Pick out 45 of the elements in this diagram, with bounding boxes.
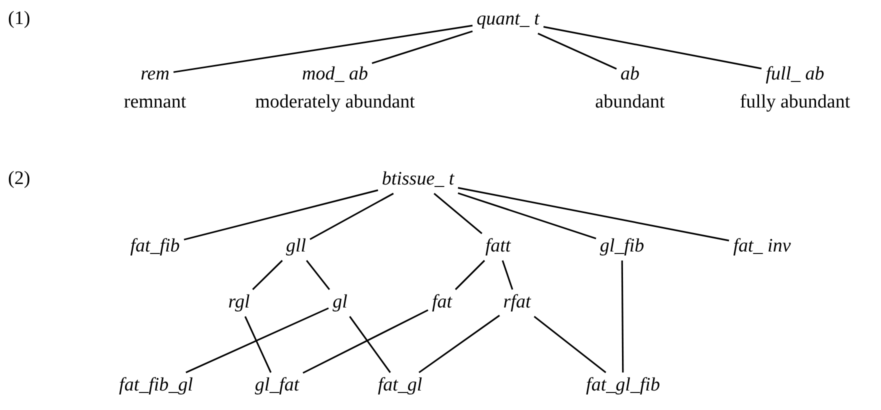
tree-line <box>244 316 272 373</box>
type-term: full_ ab <box>762 62 828 88</box>
term-gloss: fully abundant <box>740 92 850 114</box>
type-term: rgl <box>224 290 254 316</box>
tree-line <box>502 260 514 290</box>
type-term: gl <box>328 290 352 316</box>
tree-line <box>302 309 428 374</box>
tree-line <box>534 316 606 374</box>
type-term: fat_gl <box>374 372 426 400</box>
tree-line <box>543 26 762 70</box>
term-gloss: abundant <box>595 92 665 114</box>
tree-line <box>186 307 329 374</box>
type-term: fat_ inv <box>729 234 795 260</box>
term-gloss: moderately abundant <box>255 92 415 114</box>
tree-line <box>310 192 394 240</box>
type-term: ab <box>616 62 644 88</box>
term-gloss: remnant <box>124 92 186 114</box>
tree-line <box>252 260 283 290</box>
tree-line <box>434 192 482 234</box>
tree-line <box>538 32 617 70</box>
tree-line <box>458 187 730 242</box>
tree-line <box>418 314 500 374</box>
tree-line <box>621 260 624 372</box>
type-term: fat_fib_gl <box>115 372 197 400</box>
tree-line <box>454 260 486 290</box>
tree-line <box>184 189 378 240</box>
tree-line <box>372 30 473 64</box>
type-term: mod_ ab <box>298 62 372 88</box>
type-term: rfat <box>499 290 535 316</box>
tree-line <box>349 316 391 373</box>
section-number: (1) <box>8 8 30 30</box>
type-term: gl_fat <box>250 372 304 400</box>
type-term: quant_ t <box>472 6 544 34</box>
type-term: btissue_ t <box>378 166 458 194</box>
type-term: fatt <box>481 234 515 260</box>
tree-line <box>173 24 473 73</box>
tree-line <box>458 192 596 240</box>
section-number: (2) <box>8 168 30 190</box>
type-term: fat_fib <box>126 234 184 260</box>
type-term: gl_fib <box>596 234 648 260</box>
type-term: rem <box>136 62 174 88</box>
type-term: gll <box>282 234 310 260</box>
type-term: fat <box>428 290 456 316</box>
tree-line <box>306 260 330 290</box>
type-term: fat_gl_fib <box>582 372 664 400</box>
